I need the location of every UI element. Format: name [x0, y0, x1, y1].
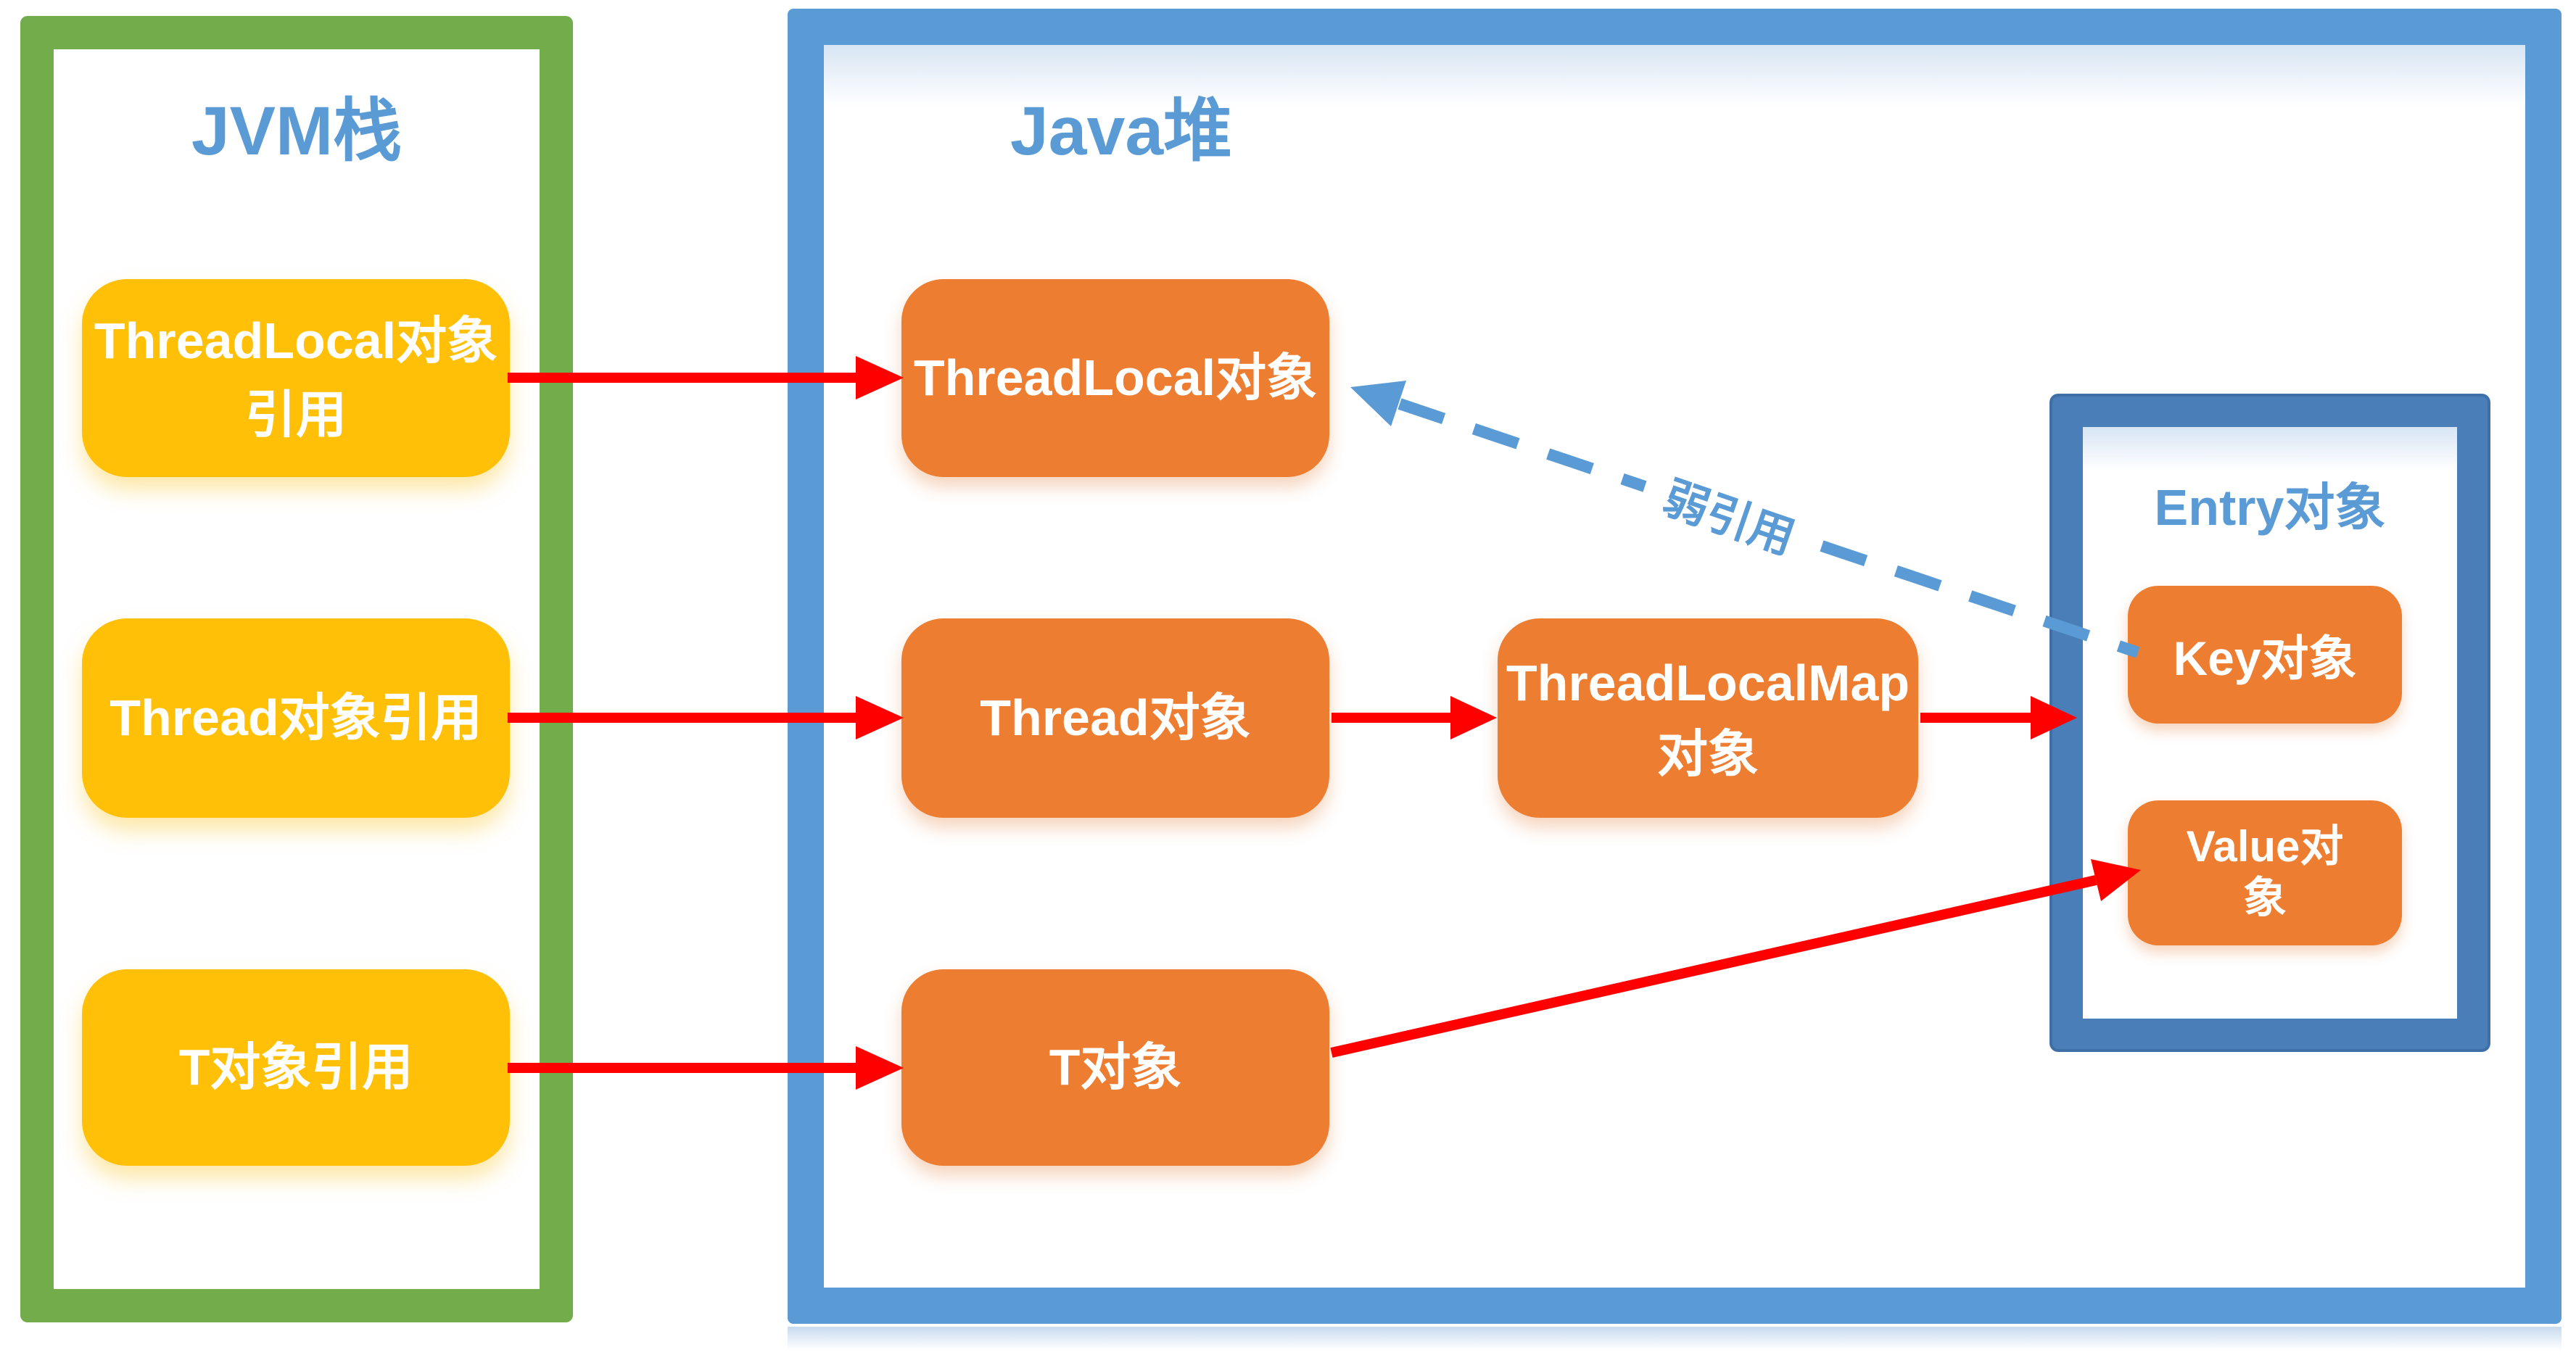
heap-frame-bottom-shade	[788, 1327, 2561, 1350]
t-reference-box: T对象引用	[82, 969, 510, 1166]
jvm-stack-title: JVM栈	[191, 93, 402, 170]
threadlocal-object-label: ThreadLocal对象	[913, 349, 1318, 406]
threadlocal-reference-label-line1: ThreadLocal对象	[94, 312, 498, 369]
heap-frame-inner-gradient	[824, 45, 2525, 107]
threadlocalmap-object-label-line2: 对象	[1657, 725, 1759, 782]
t-object-label: T对象	[1049, 1038, 1182, 1095]
thread-reference-box: Thread对象引用	[82, 618, 510, 818]
thread-object-label: Thread对象	[980, 689, 1251, 746]
threadlocal-object-box: ThreadLocal对象	[901, 279, 1329, 477]
value-object-box: Value对 象	[2128, 800, 2402, 945]
entry-object-title: Entry对象	[2154, 479, 2386, 536]
t-object-box: T对象	[901, 969, 1329, 1166]
threadlocalmap-object-box: ThreadLocalMap 对象	[1498, 618, 1918, 818]
thread-reference-label: Thread对象引用	[110, 689, 482, 746]
t-reference-label: T对象引用	[178, 1038, 413, 1095]
value-object-label-line1: Value对	[2186, 822, 2344, 871]
key-object-box: Key对象	[2128, 586, 2402, 724]
threadlocalmap-object-label-line1: ThreadLocalMap	[1506, 654, 1910, 711]
thread-object-box: Thread对象	[901, 618, 1329, 818]
entry-frame-inner-gradient	[2083, 427, 2457, 471]
key-object-label: Key对象	[2173, 631, 2357, 685]
value-object-label-line2: 象	[2243, 874, 2287, 922]
threadlocal-reference-label-line2: 引用	[245, 386, 347, 443]
java-heap-title: Java堆	[1010, 93, 1233, 170]
threadlocal-reference-box: ThreadLocal对象 引用	[82, 279, 510, 477]
